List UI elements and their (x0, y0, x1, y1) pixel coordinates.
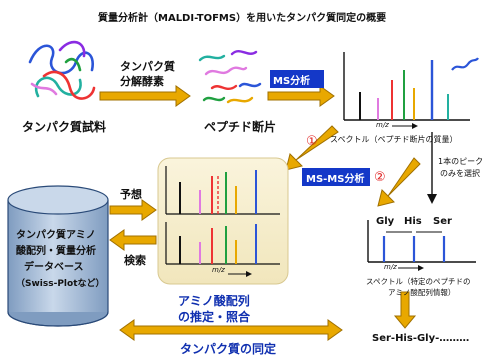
db-line-2: 酸配列・質量分析 (16, 246, 96, 257)
diagram-title: 質量分析計（MALDI-TOFMS）を用いたタンパク質同定の概要 (98, 13, 387, 24)
aa-his-label: His (404, 216, 422, 227)
sequence-down-arrow (393, 291, 417, 329)
search-arrow (109, 229, 157, 251)
aa-gly-label: Gly (376, 216, 395, 227)
msms-mz-label: m/z (384, 263, 397, 271)
aa-sequence-line1: アミノ酸配列 (178, 294, 250, 308)
panel-mz-label: m/z (212, 266, 225, 274)
sequence-result: Ser-His-Gly-……… (372, 333, 470, 344)
predict-arrow (109, 199, 157, 221)
ms-spectrum-plot (343, 52, 479, 129)
spectrum-2-caption-line1: スペクトル（特定のペプチドの (366, 277, 471, 286)
search-label: 検索 (124, 254, 146, 267)
db-line-1: タンパク質アミノ (16, 230, 96, 241)
ms-analysis-box (270, 70, 324, 88)
peak-select-line2: のみを選択 (440, 169, 480, 178)
ms-mz-label: m/z (376, 121, 389, 129)
select-peak-arrow (427, 132, 437, 204)
identification-double-arrow (119, 319, 343, 341)
step-1-number: ① (306, 134, 318, 149)
msms-spectrum-plot (367, 220, 476, 271)
peak-select-line1: 1本のピーク (438, 157, 483, 166)
protein-identification-label: タンパク質の同定 (180, 342, 277, 356)
step-2-number: ② (374, 170, 386, 185)
digest-label-line2: 分解酵素 (120, 75, 164, 88)
spectrum-1-caption: スペクトル（ペプチド断片の質量） (330, 135, 458, 144)
protein-sample-icon (28, 40, 96, 100)
spectrum-2-caption-line2: アミノ酸配列情報） (388, 288, 456, 297)
msms-analysis-box (302, 168, 370, 186)
comparison-panel (157, 157, 289, 285)
predict-label: 予想 (120, 188, 142, 201)
aa-ser-label: Ser (433, 216, 452, 227)
ms-analysis-label: MS分析 (273, 76, 311, 87)
ms-arrow (267, 70, 335, 107)
protein-sample-label: タンパク質試料 (22, 120, 107, 134)
aa-sequence-line2: の推定・照合 (178, 310, 251, 324)
msms-analysis-label: MS-MS分析 (306, 174, 365, 185)
digest-arrow (99, 85, 191, 107)
db-line-4: （Swiss-Plotなど） (16, 279, 105, 289)
step2-arrow (302, 157, 421, 207)
digest-label-line1: タンパク質 (120, 60, 175, 73)
peptide-fragments-icon (198, 49, 262, 104)
step1-arrow (285, 125, 339, 171)
database-cylinder (7, 185, 109, 327)
peptide-fragments-label: ペプチド断片 (204, 120, 277, 134)
db-line-3: データベース (24, 262, 84, 273)
